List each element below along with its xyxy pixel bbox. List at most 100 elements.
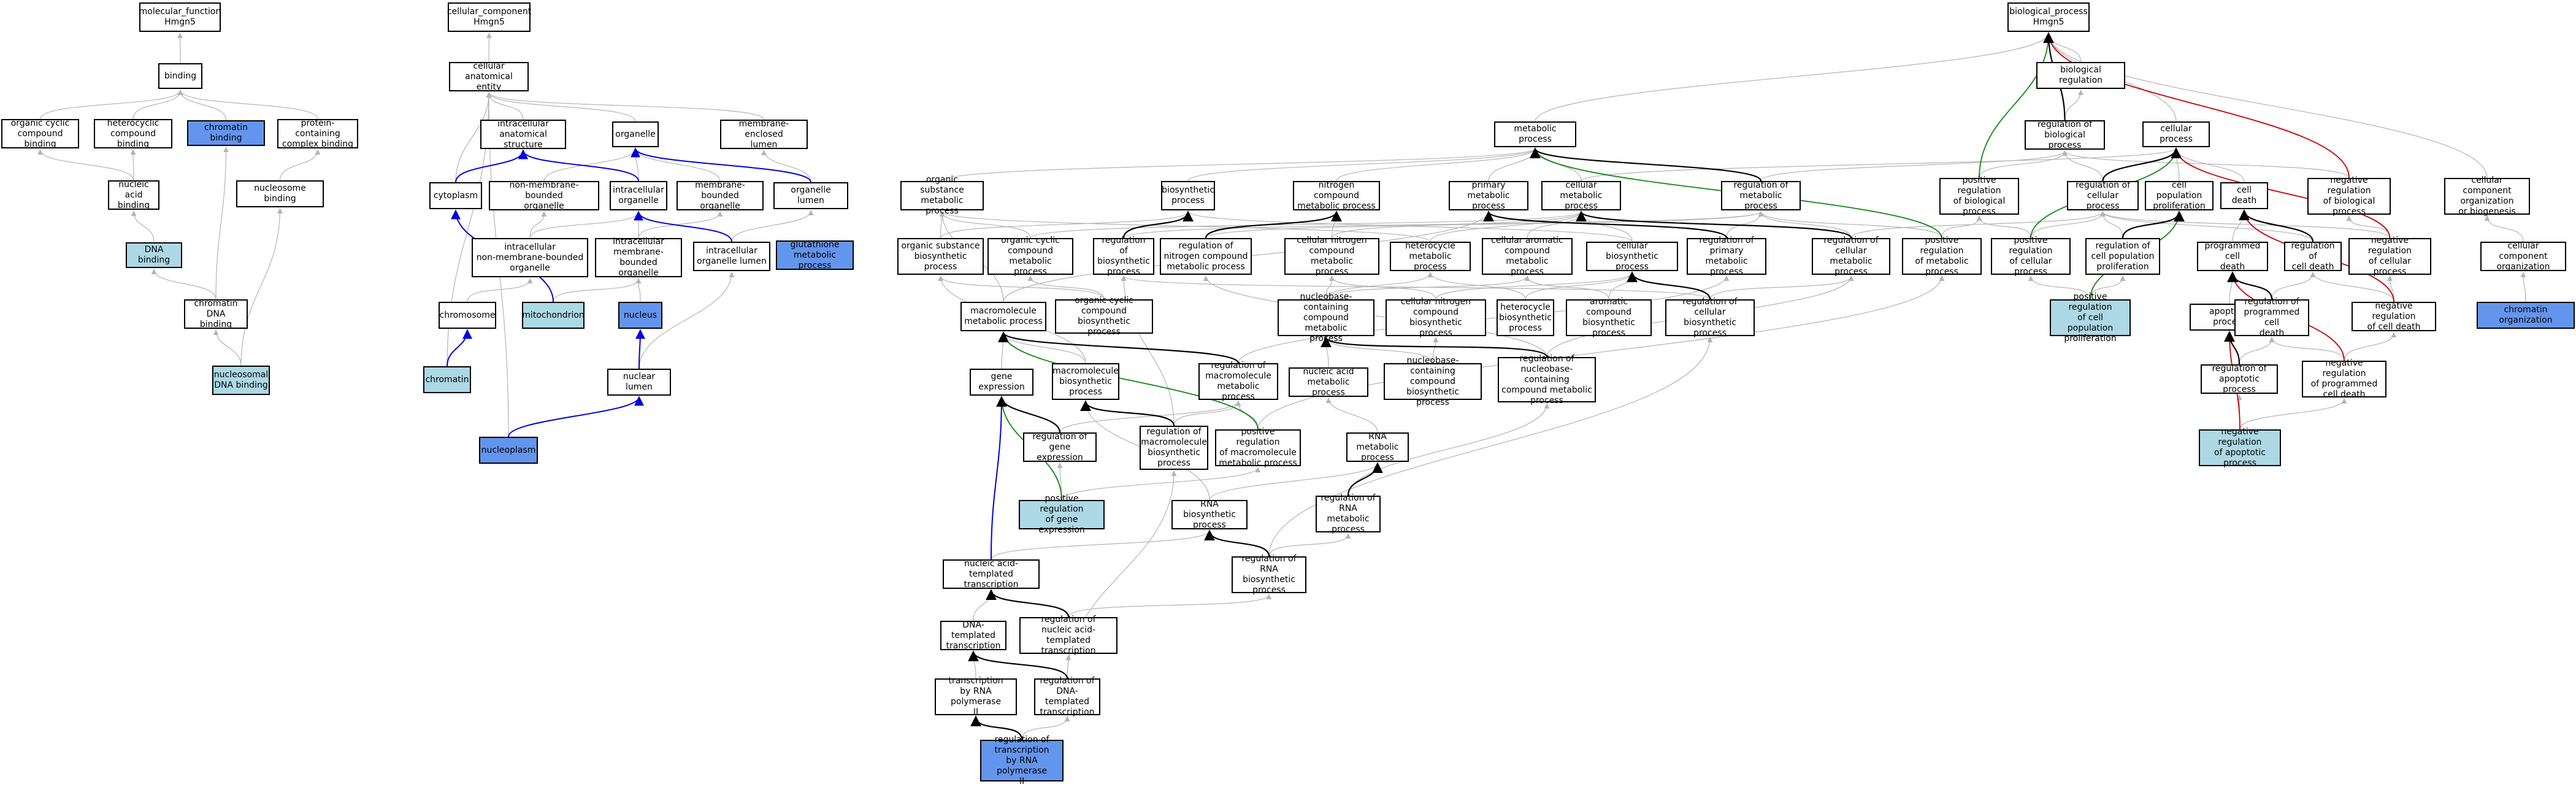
node-cellular-aromatic-compound-metabolic-process[interactable]: cellular aromatic compound metabolic pro… <box>1482 236 1573 277</box>
node-protein-containing-complex-binding[interactable]: protein-containing complex binding <box>277 118 358 149</box>
node-nucleobase-containing-compound-biosynthetic-process[interactable]: nucleobase-containing compound biosynthe… <box>1384 356 1482 407</box>
node-cellular-biosynthetic-process[interactable]: cellular biosynthetic process <box>1586 241 1678 272</box>
node-macromolecule-metabolic-process[interactable]: macromolecule metabolic process <box>960 302 1046 331</box>
node-rna-biosynthetic-process[interactable]: RNA biosynthetic process <box>1171 499 1248 530</box>
node-negative-regulation-of-cellular-process[interactable]: negative regulation of cellular process <box>2348 236 2431 277</box>
node-cell-death[interactable]: cell death <box>2220 182 2268 209</box>
node-regulation-of-cellular-process[interactable]: regulation of cellular process <box>2067 180 2139 211</box>
node-regulation-of-dna-templated-transcription[interactable]: regulation of DNA-templated transcriptio… <box>1034 676 1100 717</box>
edge-gray <box>467 278 533 302</box>
node-membrane-bounded-organelle[interactable]: membrane-bounded organelle <box>677 180 764 211</box>
node-nucleic-acid-templated-transcription[interactable]: nucleic acid-templated transcription <box>943 559 1040 589</box>
node-regulation-of-cell-death[interactable]: regulation of cell death <box>2284 241 2342 272</box>
node-regulation-of-metabolic-process[interactable]: regulation of metabolic process <box>1721 180 1801 211</box>
node-nucleic-acid-metabolic-process[interactable]: nucleic acid metabolic process <box>1289 367 1368 397</box>
node-organelle[interactable]: organelle <box>612 121 659 147</box>
node-regulation-of-primary-metabolic-process[interactable]: regulation of primary metabolic process <box>1687 236 1766 277</box>
node-nucleosome-binding[interactable]: nucleosome binding <box>236 180 324 207</box>
node-organelle-lumen[interactable]: organelle lumen <box>773 182 848 209</box>
node-non-membrane-bounded-organelle[interactable]: non-membrane-bounded organelle <box>489 180 599 211</box>
node-regulation-of-rna-biosynthetic-process[interactable]: regulation of RNA biosynthetic process <box>1232 554 1306 595</box>
node-glutathione-metabolic-process[interactable]: glutathione metabolic process <box>776 240 854 271</box>
node-regulation-of-biosynthetic-process[interactable]: regulation of biosynthetic process <box>1093 236 1154 277</box>
node-membrane-enclosed-lumen[interactable]: membrane-enclosed lumen <box>720 119 808 150</box>
node-regulation-of-cellular-biosynthetic-process[interactable]: regulation of cellular biosynthetic proc… <box>1665 297 1755 338</box>
node-positive-regulation-of-biological-process[interactable]: positive regulation of biological proces… <box>1939 175 2019 217</box>
node-organic-cyclic-compound-binding[interactable]: organic cyclic compound binding <box>1 118 79 149</box>
node-transcription-by-rna-polymerase-ii[interactable]: transcription by RNA polymerase II <box>935 676 1017 717</box>
node-binding[interactable]: binding <box>158 63 202 89</box>
node-nitrogen-compound-metabolic-process[interactable]: nitrogen compound metabolic process <box>1293 180 1380 211</box>
node-regulation-of-nucleobase-containing-compound-metabolic-process[interactable]: regulation of nucleobase-containing comp… <box>1498 354 1596 405</box>
node-positive-regulation-of-gene-expression[interactable]: positive regulation of gene expression <box>1019 494 1105 535</box>
node-biosynthetic-process[interactable]: biosynthetic process <box>1161 181 1215 210</box>
node-heterocycle-metabolic-process[interactable]: heterocycle metabolic process <box>1390 241 1471 272</box>
node-positive-regulation-of-metabolic-process[interactable]: positive regulation of metabolic process <box>1902 236 1982 277</box>
node-cytoplasm[interactable]: cytoplasm <box>429 182 482 209</box>
node-cellular-anatomical-entity[interactable]: cellular anatomical entity <box>449 61 529 92</box>
node-gene-expression[interactable]: gene expression <box>970 369 1033 396</box>
node-intracellular-membrane-bounded-organelle[interactable]: intracellular membrane-bounded organelle <box>595 237 682 278</box>
node-cellular-process[interactable]: cellular process <box>2142 121 2210 147</box>
node-programmed-cell-death[interactable]: programmed cell death <box>2197 241 2268 272</box>
node-regulation-of-rna-metabolic-process[interactable]: regulation of RNA metabolic process <box>1316 493 1381 534</box>
node-negative-regulation-of-apoptotic-process[interactable]: negative regulation of apoptotic process <box>2199 427 2281 468</box>
node-chromatin-dna-binding[interactable]: chromatin DNA binding <box>184 299 248 329</box>
node-negative-regulation-of-biological-process[interactable]: negative regulation of biological proces… <box>2307 175 2391 217</box>
node-mitochondrion[interactable]: mitochondrion <box>522 302 585 329</box>
node-cellular-component-organization-or-biogenesis[interactable]: cellular component organization or bioge… <box>2444 175 2530 217</box>
node-chromosome[interactable]: chromosome <box>439 302 496 329</box>
node-positive-regulation-of-cellular-process[interactable]: positive regulation of cellular process <box>1991 236 2071 277</box>
node-nucleus[interactable]: nucleus <box>618 302 662 329</box>
node-intracellular-non-membrane-bounded-organelle[interactable]: intracellular non-membrane-bounded organ… <box>472 238 588 277</box>
node-organic-cyclic-compound-biosynthetic-process[interactable]: organic cyclic compound biosynthetic pro… <box>1055 296 1153 337</box>
node-biological-regulation[interactable]: biological regulation <box>2036 62 2125 89</box>
node-negative-regulation-of-cell-death[interactable]: negative regulation of cell death <box>2352 301 2436 332</box>
node-regulation-of-cellular-metabolic-process[interactable]: regulation of cellular metabolic process <box>1812 236 1890 277</box>
node-cellular-nitrogen-compound-biosynthetic-process[interactable]: cellular nitrogen compound biosynthetic … <box>1386 297 1486 338</box>
node-regulation-of-macromolecule-biosynthetic-process[interactable]: regulation of macromolecule biosynthetic… <box>1140 426 1208 470</box>
node-dna-templated-transcription[interactable]: DNA-templated transcription <box>940 620 1006 651</box>
node-intracellular-organelle-lumen[interactable]: intracellular organelle lumen <box>693 242 770 271</box>
node-organic-substance-biosynthetic-process[interactable]: organic substance biosynthetic process <box>897 238 984 275</box>
node-regulation-of-programmed-cell-death[interactable]: regulation of programmed cell death <box>2234 297 2309 338</box>
node-heterocycle-biosynthetic-process[interactable]: heterocycle biosynthetic process <box>1497 299 1554 336</box>
node-regulation-of-apoptotic-process[interactable]: regulation of apoptotic process <box>2201 364 2278 394</box>
node-regulation-of-gene-expression[interactable]: regulation of gene expression <box>1023 432 1097 463</box>
node-chromatin-organization[interactable]: chromatin organization <box>2477 302 2575 329</box>
node-organic-cyclic-compound-metabolic-process[interactable]: organic cyclic compound metabolic proces… <box>987 236 1073 277</box>
node-regulation-of-macromolecule-metabolic-process[interactable]: regulation of macromolecule metabolic pr… <box>1198 361 1278 402</box>
node-chromatin[interactable]: chromatin <box>423 366 471 393</box>
node-dna-binding[interactable]: DNA binding <box>126 242 182 268</box>
node-intracellular-organelle[interactable]: intracellular organelle <box>610 181 667 210</box>
node-nucleosomal-dna-binding[interactable]: nucleosomal DNA binding <box>212 366 270 395</box>
node-regulation-of-nucleic-acid-templated-transcription[interactable]: regulation of nucleic acid-templated tra… <box>1019 615 1117 656</box>
node-positive-regulation-of-cell-population-proliferation[interactable]: positive regulation of cell population p… <box>2050 292 2131 344</box>
node-macromolecule-biosynthetic-process[interactable]: macromolecule biosynthetic process <box>1052 363 1119 400</box>
node-cellular-metabolic-process[interactable]: cellular metabolic process <box>1541 180 1621 211</box>
node-aromatic-compound-biosynthetic-process[interactable]: aromatic compound biosynthetic process <box>1566 297 1652 338</box>
node-rna-metabolic-process[interactable]: RNA metabolic process <box>1346 432 1409 463</box>
node-organic-substance-metabolic-process[interactable]: organic substance metabolic process <box>900 175 984 216</box>
node-intracellular-anatomical-structure[interactable]: intracellular anatomical structure <box>480 119 566 150</box>
node-chromatin-binding[interactable]: chromatin binding <box>187 120 265 146</box>
node-regulation-of-biological-process[interactable]: regulation of biological process <box>2025 120 2105 150</box>
node-cellular-component-organization[interactable]: cellular component organization <box>2480 241 2566 272</box>
node-regulation-of-cell-population-proliferation[interactable]: regulation of cell population proliferat… <box>2085 238 2160 275</box>
node-heterocyclic-compound-binding[interactable]: heterocyclic compound binding <box>94 118 172 149</box>
node-regulation-of-nitrogen-compound-metabolic-process[interactable]: regulation of nitrogen compound metaboli… <box>1160 238 1252 275</box>
node-cc-root[interactable]: cellular_component Hmgn5 <box>447 2 531 32</box>
node-nucleobase-containing-compound-metabolic-process[interactable]: nucleobase-containing compound metabolic… <box>1278 292 1374 344</box>
node-nuclear-lumen[interactable]: nuclear lumen <box>607 369 671 396</box>
node-primary-metabolic-process[interactable]: primary metabolic process <box>1449 180 1528 211</box>
node-negative-regulation-of-programmed-cell-death[interactable]: negative regulation of programmed cell d… <box>2302 358 2386 399</box>
node-cellular-nitrogen-compound-metabolic-process[interactable]: cellular nitrogen compound metabolic pro… <box>1284 236 1379 277</box>
node-positive-regulation-of-macromolecule-metabolic-process[interactable]: positive regulation of macromolecule met… <box>1215 427 1301 468</box>
node-bp-root[interactable]: biological_process Hmgn5 <box>2007 2 2090 32</box>
node-mf-root[interactable]: molecular_function Hmgn5 <box>139 2 221 32</box>
node-regulation-of-transcription-by-rna-polymerase-ii[interactable]: regulation of transcription by RNA polym… <box>980 735 1064 786</box>
node-nucleic-acid-binding[interactable]: nucleic acid binding <box>108 180 159 210</box>
node-metabolic-process[interactable]: metabolic process <box>1494 121 1576 147</box>
node-cell-population-proliferation[interactable]: cell population proliferation <box>2145 180 2214 211</box>
node-nucleoplasm[interactable]: nucleoplasm <box>479 437 538 464</box>
